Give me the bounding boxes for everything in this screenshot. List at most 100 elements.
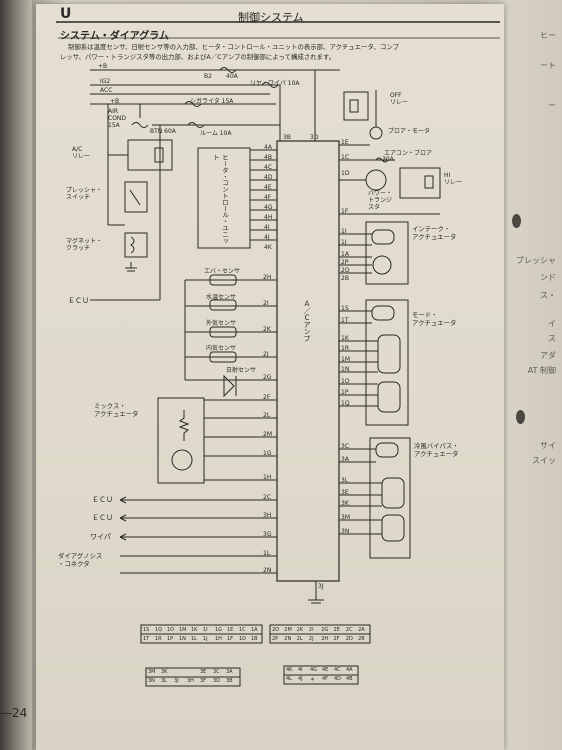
right-page-text: ー <box>548 101 556 110</box>
aircon-blower-label: エアコン・ブロア <box>384 150 433 157</box>
connector-pin: 1P <box>167 636 174 642</box>
binder-edge <box>0 0 32 750</box>
section-title: システム・ダイアグラム <box>60 31 169 42</box>
right-page-text: AT 制御 <box>527 366 556 375</box>
connector-pin: 1C <box>239 627 246 633</box>
intro-text: レッサ、パワー・トランジスタ等の出力部、およびA／Cアンプの制御部によって構成さ… <box>60 53 336 61</box>
connector-pin: 4A <box>346 667 353 673</box>
intro-text: 制御系は温度センサ、日射センサ等の入力部、ヒータ・コントロール・ユニットの表示部… <box>68 43 400 51</box>
connector-pin: 4D <box>334 676 342 682</box>
hi-relay-label: HI リレー <box>444 172 463 186</box>
right-page-text: ブレッシャ <box>516 256 556 265</box>
ecu-label: ＥＣＵ <box>68 297 89 305</box>
intake-actuator-label: インテーク・ アクチュエータ <box>412 225 457 241</box>
section-letter: U <box>60 6 72 22</box>
inside-sensor-label: 内気センサ <box>206 345 237 352</box>
connector-pin: 4L <box>286 676 292 682</box>
heater-pin: 4E <box>264 184 272 191</box>
heater-pin: 4G <box>264 204 273 211</box>
mix-actuator-label: ミックス・ アクチュエータ <box>94 402 139 418</box>
amp-pin: 1S <box>341 305 349 312</box>
connector-pin: 2M <box>284 627 292 633</box>
right-page-text: ヒー <box>540 31 556 40</box>
connector-pin: 4G <box>310 667 318 673</box>
connector-pin: 1J <box>203 636 208 642</box>
wiper-label: ワイパ <box>90 533 111 541</box>
connector-pin: 1K <box>191 627 198 633</box>
heater-pin: 4D <box>264 174 273 181</box>
connector-pin: 3L <box>161 678 167 684</box>
mode-actuator-label: モード・ アクチュエータ <box>412 311 457 327</box>
connector-pin: 3C <box>213 669 220 675</box>
pin-3b: 3B <box>283 134 291 141</box>
connector-pin: 2F <box>333 636 340 642</box>
connector-pin: 1S <box>143 627 150 633</box>
fuse-cigarette: シガライタ 15A <box>190 98 234 105</box>
amp-pin: 3H <box>263 512 272 519</box>
air-cond-fuse: AIR COND 15A <box>108 108 127 129</box>
connector-pin: 3E <box>200 669 207 675</box>
connector-pin: 2G <box>321 627 329 633</box>
amp-pin: 1O <box>341 378 350 385</box>
amp-pin: 1E <box>341 139 349 146</box>
amp-pin: 1P <box>341 389 349 396</box>
connector-pin: 1L <box>191 636 197 642</box>
heater-pin: 4J <box>264 234 270 241</box>
ac-amp-label: Ａ／Ｃアンプ <box>303 300 311 342</box>
chapter-title: 制御システム <box>238 11 304 24</box>
right-page-text: ート <box>540 61 556 70</box>
connector-pin: 2C <box>345 627 353 633</box>
connector-pin: 1Q <box>155 627 163 633</box>
connector-pin: 3H <box>187 678 194 684</box>
ecu-label: ＥＣＵ <box>92 514 113 522</box>
amp-pin: 2J <box>263 351 269 358</box>
amp-pin: 2B <box>341 275 349 282</box>
pressure-switch-label: プレッシャ・ スイッチ <box>66 187 103 201</box>
amp-pin: 3E <box>341 489 349 496</box>
connector-pin: 1D <box>239 636 247 642</box>
diagnosis-connector-label: ダイアグノシス ・コネクタ <box>58 552 103 568</box>
connector-pin: 3D <box>213 678 221 684</box>
amp-pin: 1H <box>263 474 272 481</box>
amp-pin: 1J <box>341 239 347 246</box>
amp-pin: 2P <box>341 259 349 266</box>
blower-motor-label: ブロア・モータ <box>388 128 431 135</box>
page-number: —24 <box>0 706 28 720</box>
connector-pin: 2E <box>333 627 340 633</box>
right-page-text: アダ <box>540 351 556 360</box>
amp-pin: 3C <box>341 443 350 450</box>
connector-pin: 1O <box>167 627 175 633</box>
heater-pin: 4F <box>264 194 272 201</box>
right-page-text: サイ <box>540 441 556 450</box>
amp-pin: 1K <box>341 335 349 342</box>
evap-sensor-label: エバ・センサ <box>204 268 241 275</box>
connector-pin: 4K <box>286 667 293 673</box>
fuse-room: ルーム 10A <box>200 130 232 137</box>
connector-pin: 3A <box>226 669 233 675</box>
plus-b-label: +B <box>110 98 120 105</box>
right-page-text: ス・ <box>540 291 556 300</box>
heater-pin: 4B <box>264 154 272 161</box>
amp-pin: 2N <box>263 567 272 574</box>
ig2-label: IG2 <box>100 78 111 85</box>
power-transistor-label: パワー・ トランジ スタ <box>368 190 393 211</box>
connector-pin: 2K <box>296 627 304 633</box>
ecu-label: ＥＣＵ <box>92 496 113 504</box>
punch-hole <box>512 214 521 228</box>
ac-relay-label: A/C リレー <box>72 146 91 160</box>
connector-pin: 3F <box>200 678 207 684</box>
connector-pin: 2O <box>272 627 280 633</box>
amp-pin: 3G <box>263 531 272 538</box>
water-sensor-label: 水温センサ <box>206 294 237 301</box>
bypass-actuator-label: 冷風バイパス・ アクチュエータ <box>414 442 459 458</box>
connector-pin: 3B <box>226 678 233 684</box>
fuse-30a: 30A <box>382 156 394 163</box>
amp-pin: 1N <box>341 366 350 373</box>
connector-pin: 2H <box>321 636 329 642</box>
amp-pin: 2C <box>263 494 272 501</box>
connector-pin: 1H <box>215 636 222 642</box>
amp-pin: 2L <box>263 412 271 419</box>
connector-pin: 3N <box>148 678 155 684</box>
